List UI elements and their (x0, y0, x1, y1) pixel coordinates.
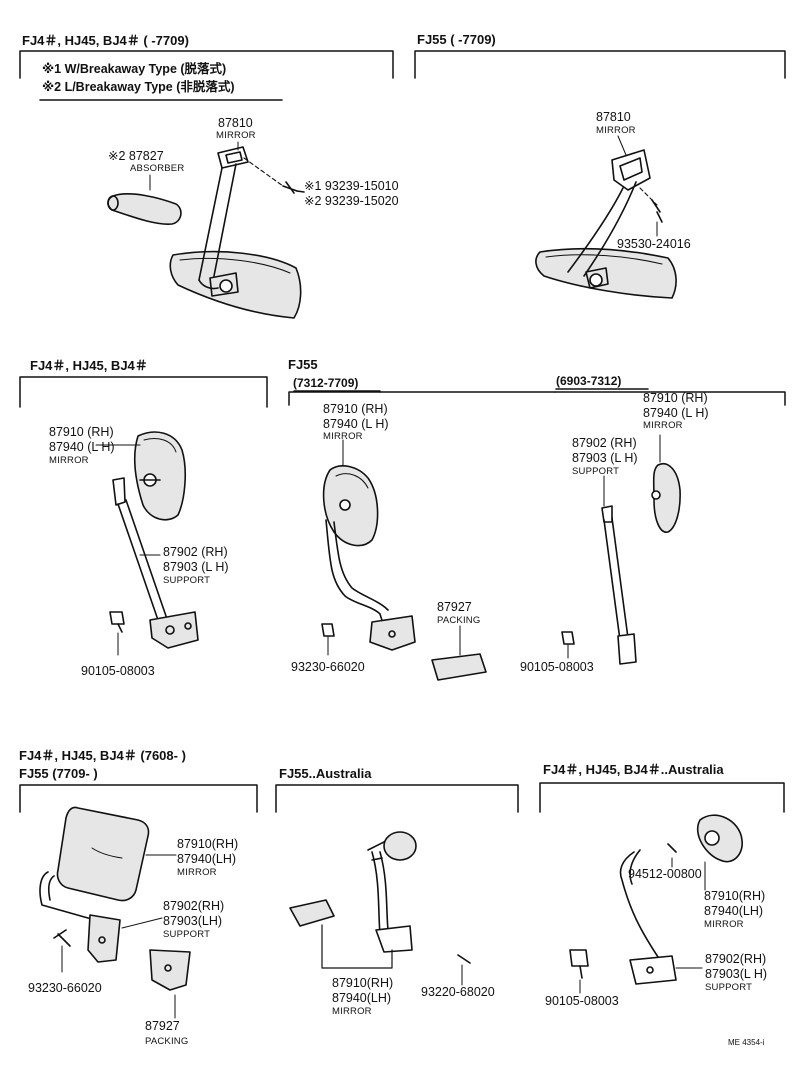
s4b-support-lh: 87903 (L H) (572, 451, 638, 465)
s7-bolt: 90105-08003 (545, 994, 619, 1008)
s4-range-b: (6903-7312) (556, 374, 622, 388)
s6-title: FJ55..Australia (279, 766, 372, 781)
s3-mirror-desc: MIRROR (49, 455, 89, 466)
s1-mirror-desc: MIRROR (216, 130, 256, 141)
s7-nut: 94512-00800 (628, 867, 702, 881)
s2-mirror-number: 87810 (596, 110, 631, 124)
s4-range-a: (7312-7709) (293, 376, 359, 390)
section-frames (19, 50, 786, 813)
s5-title-line1: FJ4＃, HJ45, BJ4＃ (7608- ) (19, 748, 186, 763)
s6-mirror-desc: MIRROR (332, 1006, 372, 1017)
s3-support-rh: 87902 (RH) (163, 545, 228, 559)
s1-mirror-number: 87810 (218, 116, 253, 130)
s7-mirror-rh: 87910(RH) (704, 889, 766, 903)
s5-support-rh: 87902(RH) (163, 899, 225, 913)
diagram-code: ME 4354-i (728, 1038, 765, 1047)
s3-support-lh: 87903 (L H) (163, 560, 229, 574)
s6-outside-mirror (289, 831, 471, 969)
s4a-mirror-desc: MIRROR (323, 431, 363, 442)
s4a-mirror-lh: 87940 (L H) (323, 417, 389, 431)
s4b-bolt: 90105-08003 (520, 660, 594, 674)
s3-support-desc: SUPPORT (163, 575, 211, 586)
s4b-mirror-rh: 87910 (RH) (643, 391, 708, 405)
s5-packing-desc: PACKING (145, 1036, 189, 1047)
s3-outside-mirror (109, 431, 199, 649)
s4a-outside-mirror (321, 465, 416, 651)
s5-title-line2: FJ55 (7709- ) (19, 766, 98, 781)
s4b-support-desc: SUPPORT (572, 466, 620, 477)
s7-outside-mirror (569, 814, 743, 985)
s4a-packing-number: 87927 (437, 600, 472, 614)
s4a-packing-desc: PACKING (437, 615, 481, 626)
s3-bolt: 90105-08003 (81, 664, 155, 678)
s5-mirror-desc: MIRROR (177, 867, 217, 878)
s2-mirror-desc: MIRROR (596, 125, 636, 136)
s1-absorber-number: ※2 87827 (108, 149, 164, 163)
leader-lines (61, 135, 706, 1019)
s2-inner-mirror (535, 149, 677, 299)
s4a-mirror-rh: 87910 (RH) (323, 402, 388, 416)
s5-packing-number: 87927 (145, 1019, 180, 1033)
s7-support-desc: SUPPORT (705, 982, 753, 993)
s5-screw: 93230-66020 (28, 981, 102, 995)
s4b-outside-mirror (561, 463, 681, 665)
s4a-packing (431, 653, 487, 681)
s4-title: FJ55 (288, 357, 318, 372)
s5-support-lh: 87903(LH) (163, 914, 223, 928)
s7-support-lh: 87903(L H) (705, 967, 768, 981)
s1-title: FJ4＃, HJ45, BJ4＃ ( -7709) (22, 33, 189, 48)
s1-screw-non-breakaway: ※2 93239-15020 (304, 194, 399, 208)
s5-support-desc: SUPPORT (163, 929, 211, 940)
s3-title: FJ4＃, HJ45, BJ4＃ (30, 358, 148, 373)
s6-mirror-rh: 87910(RH) (332, 976, 394, 990)
s4b-mirror-lh: 87940 (L H) (643, 406, 709, 420)
s1-absorber-desc: ABSORBER (130, 163, 185, 174)
s4a-screw: 93230-66020 (291, 660, 365, 674)
s7-mirror-desc: MIRROR (704, 919, 744, 930)
s3-mirror-rh: 87910 (RH) (49, 425, 114, 439)
s5-outside-mirror (39, 806, 150, 963)
s7-title: FJ4＃, HJ45, BJ4＃..Australia (543, 762, 724, 777)
s4b-mirror-desc: MIRROR (643, 420, 683, 431)
s5-mirror-rh: 87910(RH) (177, 837, 239, 851)
s7-support-rh: 87902(RH) (705, 952, 767, 966)
s1-absorber (107, 193, 182, 225)
s1-note-breakaway: ※1 W/Breakaway Type (脱落式) (42, 62, 227, 76)
s7-mirror-lh: 87940(LH) (704, 904, 764, 918)
s6-mirror-lh: 87940(LH) (332, 991, 392, 1005)
s3-mirror-lh: 87940 (L H) (49, 440, 115, 454)
s2-title: FJ55 ( -7709) (417, 32, 496, 47)
s1-inner-mirror (169, 146, 305, 319)
s5-packing (149, 949, 191, 991)
s5-mirror-lh: 87940(LH) (177, 852, 237, 866)
s1-note-non-breakaway: ※2 L/Breakaway Type (非脱落式) (42, 80, 235, 94)
s4b-support-rh: 87902 (RH) (572, 436, 637, 450)
s6-screw: 93220-68020 (421, 985, 495, 999)
s1-screw-breakaway: ※1 93239-15010 (304, 179, 399, 193)
s2-screw: 93530-24016 (617, 237, 691, 251)
